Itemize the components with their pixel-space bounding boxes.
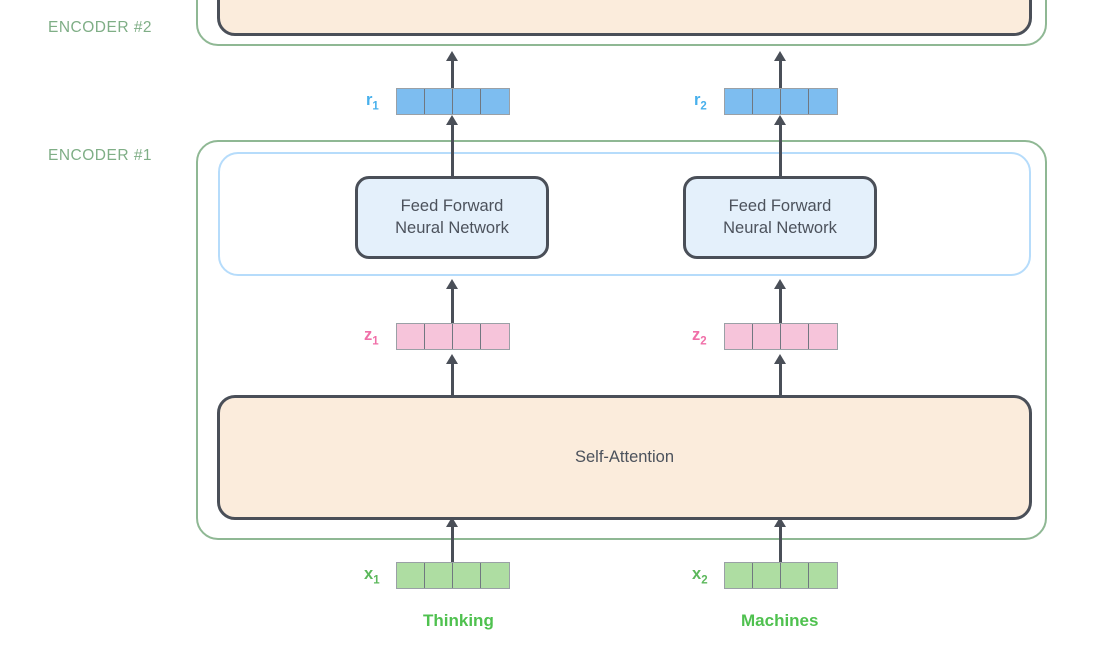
arrow-r1-to-encoder2	[451, 60, 454, 88]
feed-forward-sublayer-band	[218, 152, 1031, 276]
arrow-self-attention-to-z2	[779, 363, 782, 395]
vector-label-x1-sub: 1	[373, 574, 380, 587]
vector-r1	[396, 88, 510, 115]
vector-cell	[809, 89, 837, 114]
self-attention-block-encoder-1: Self-Attention	[217, 395, 1032, 520]
arrow-ffn2-to-r2	[779, 124, 782, 176]
vector-cell	[753, 563, 781, 588]
ffn-2-line-2: Neural Network	[723, 218, 837, 237]
vector-r2	[724, 88, 838, 115]
vector-label-z2: z2	[692, 326, 707, 347]
vector-cell	[809, 563, 837, 588]
vector-cell	[425, 563, 453, 588]
vector-label-x2-sub: 2	[701, 574, 708, 587]
arrow-x1-to-self-attention	[451, 526, 454, 562]
vector-label-x1-base: x	[364, 565, 374, 583]
vector-cell	[453, 89, 481, 114]
vector-cell	[753, 89, 781, 114]
word-label-thinking: Thinking	[423, 611, 494, 630]
vector-label-r2: r2	[694, 91, 707, 112]
vector-label-x2: x2	[692, 565, 708, 586]
vector-label-r2-sub: 2	[700, 100, 707, 113]
feed-forward-neural-network-2: Feed Forward Neural Network	[683, 176, 877, 259]
vector-cell	[397, 89, 425, 114]
vector-cell	[453, 324, 481, 349]
self-attention-block-encoder-2	[217, 0, 1032, 36]
vector-cell	[425, 89, 453, 114]
vector-cell	[397, 563, 425, 588]
ffn-1-text: Feed Forward Neural Network	[395, 196, 509, 240]
arrow-x2-to-self-attention	[779, 526, 782, 562]
vector-cell	[453, 563, 481, 588]
ffn-2-text: Feed Forward Neural Network	[723, 196, 837, 240]
vector-label-z1-sub: 1	[372, 335, 379, 348]
vector-label-z1: z1	[364, 326, 379, 347]
arrow-ffn1-to-r1	[451, 124, 454, 176]
vector-x1	[396, 562, 510, 589]
vector-cell	[725, 89, 753, 114]
vector-cell	[781, 89, 809, 114]
vector-x2	[724, 562, 838, 589]
arrow-self-attention-to-z1	[451, 363, 454, 395]
vector-cell	[753, 324, 781, 349]
vector-cell	[725, 324, 753, 349]
vector-z2	[724, 323, 838, 350]
encoder-1-label: ENCODER #1	[48, 147, 153, 164]
arrow-r2-to-encoder2	[779, 60, 782, 88]
vector-cell	[781, 324, 809, 349]
ffn-1-line-1: Feed Forward	[400, 196, 504, 215]
feed-forward-neural-network-1: Feed Forward Neural Network	[355, 176, 549, 259]
vector-cell	[425, 324, 453, 349]
vector-label-z2-base: z	[692, 326, 701, 344]
arrow-z2-to-ffn2	[779, 288, 782, 323]
vector-label-r1-sub: 1	[372, 100, 379, 113]
vector-cell	[725, 563, 753, 588]
vector-cell	[809, 324, 837, 349]
ffn-2-line-1: Feed Forward	[728, 196, 832, 215]
vector-cell	[781, 563, 809, 588]
arrow-z1-to-ffn1	[451, 288, 454, 323]
vector-label-z1-base: z	[364, 326, 373, 344]
vector-cell	[481, 563, 509, 588]
vector-label-z2-sub: 2	[700, 335, 707, 348]
vector-cell	[481, 89, 509, 114]
word-label-machines: Machines	[741, 611, 819, 630]
encoder-2-container	[196, 0, 1047, 46]
encoder-1-container	[196, 140, 1047, 540]
vector-label-r2-base: r	[694, 91, 701, 109]
vector-label-r1: r1	[366, 91, 379, 112]
vector-label-x2-base: x	[692, 565, 702, 583]
vector-z1	[396, 323, 510, 350]
vector-cell	[397, 324, 425, 349]
vector-cell	[481, 324, 509, 349]
encoder-2-label: ENCODER #2	[48, 19, 153, 36]
self-attention-label: Self-Attention	[574, 448, 675, 466]
ffn-1-line-2: Neural Network	[395, 218, 509, 237]
vector-label-x1: x1	[364, 565, 380, 586]
vector-label-r1-base: r	[366, 91, 373, 109]
